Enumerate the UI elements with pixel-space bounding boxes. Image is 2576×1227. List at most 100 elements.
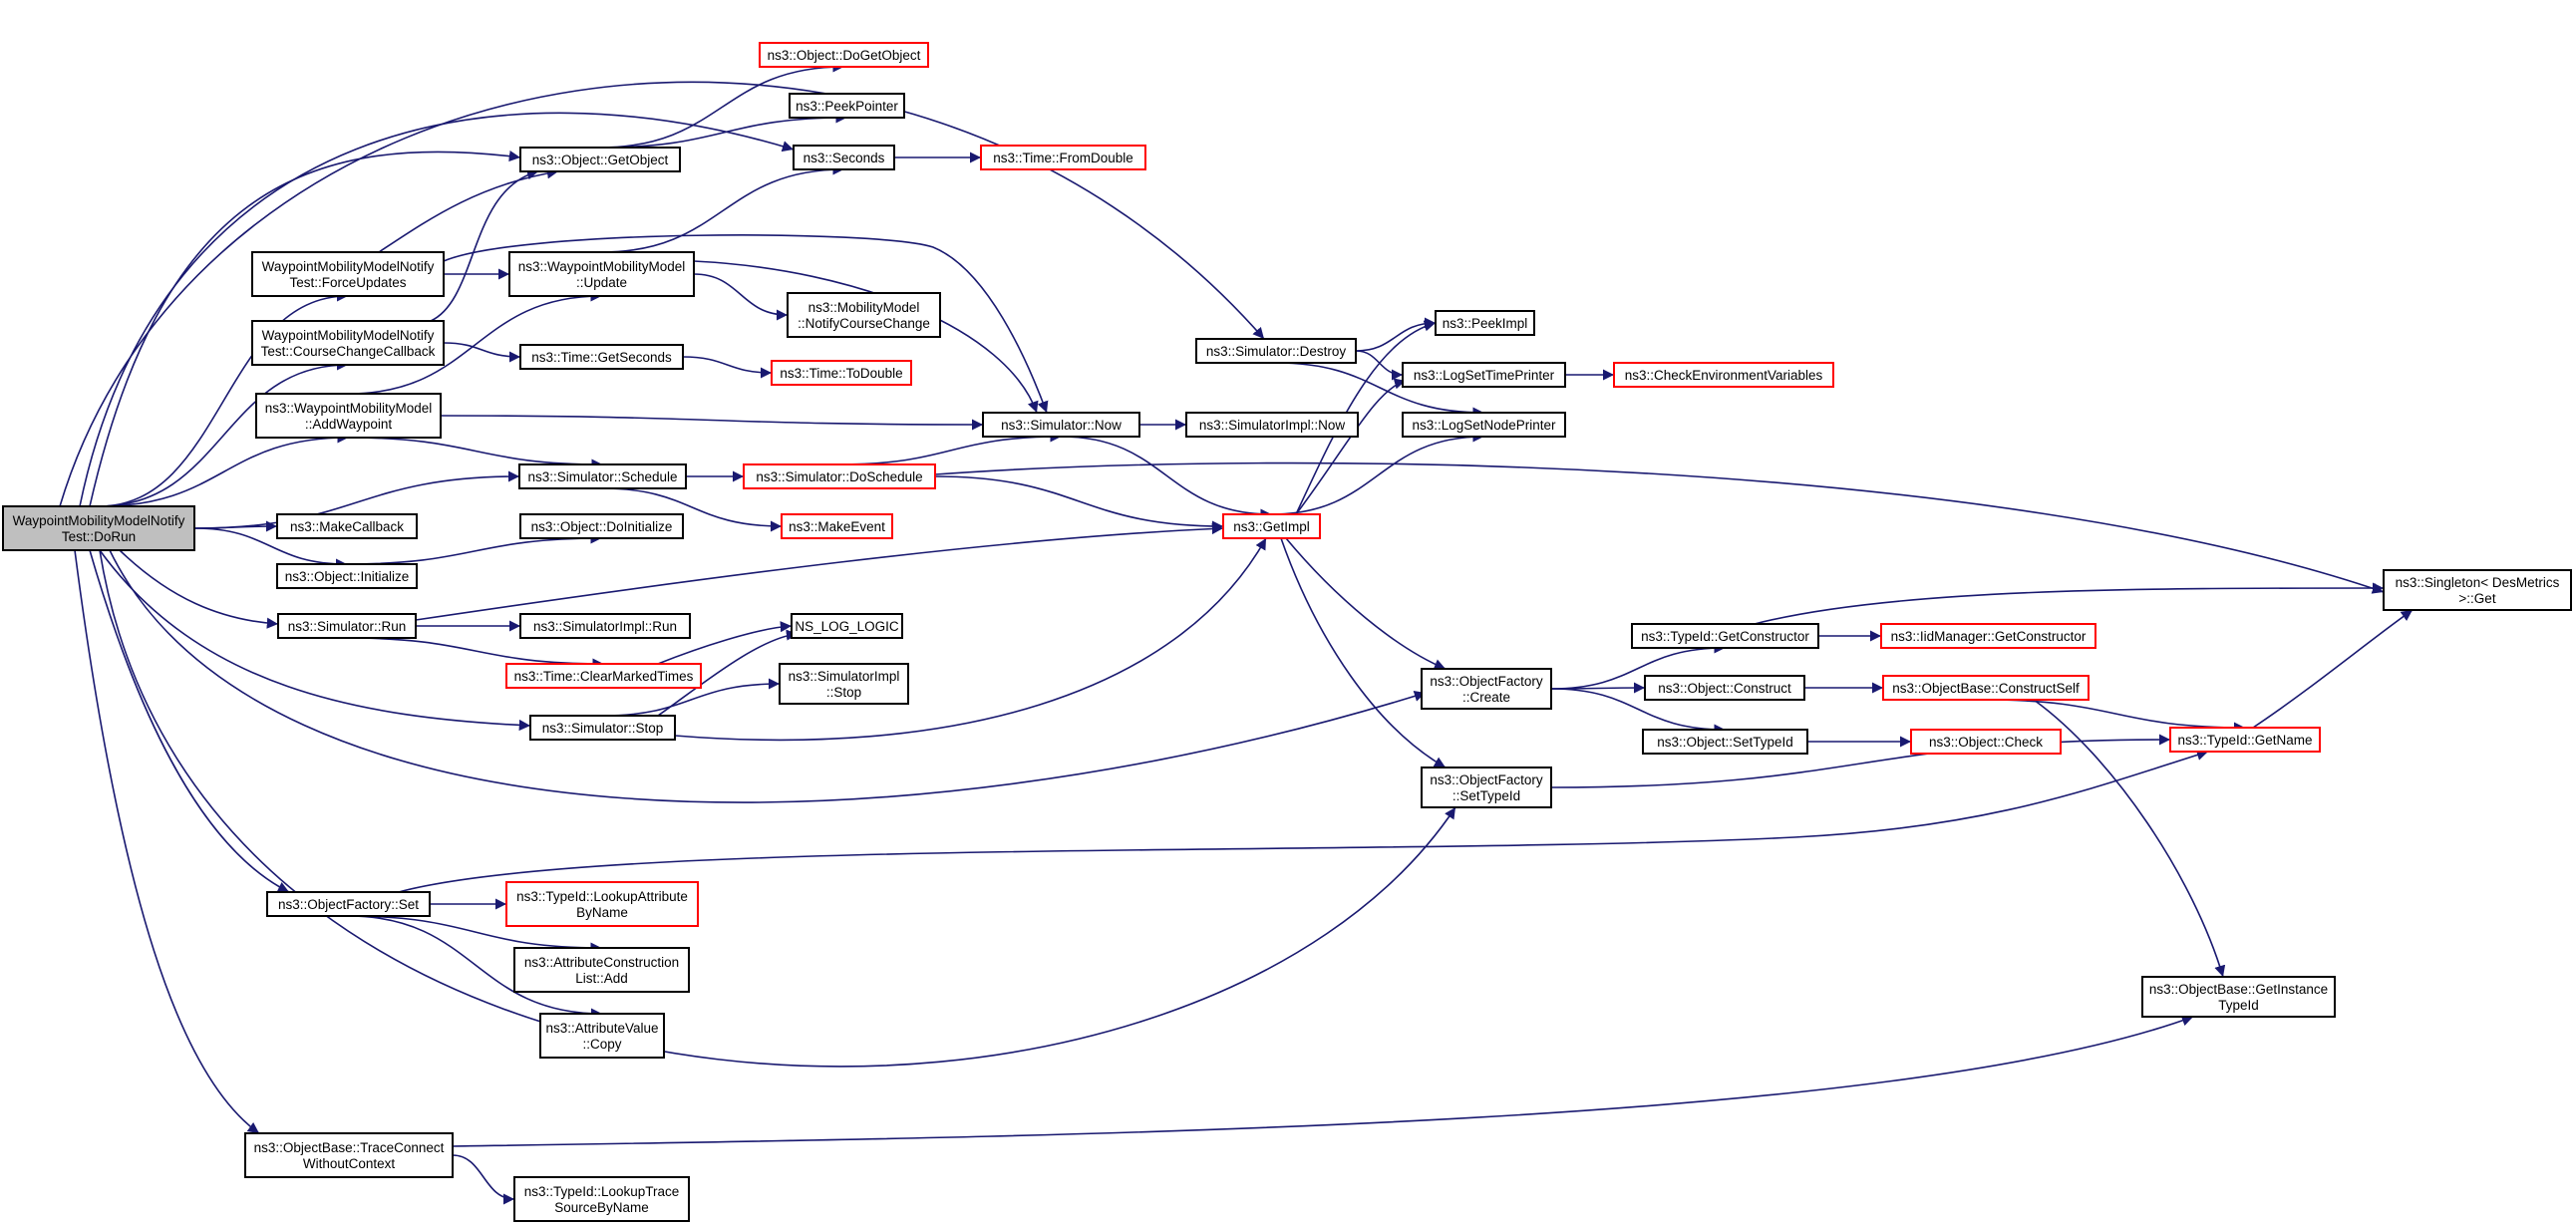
node-run[interactable]: ns3::Simulator::Run xyxy=(277,613,417,639)
node-label: ns3::LogSetTimePrinter xyxy=(1414,368,1555,383)
node-getSeconds[interactable]: ns3::Time::GetSeconds xyxy=(519,344,684,370)
node-box xyxy=(251,251,445,297)
node-clearMarkedTimes[interactable]: ns3::Time::ClearMarkedTimes xyxy=(505,663,702,689)
node-now[interactable]: ns3::Simulator::Now xyxy=(982,412,1140,438)
node-update[interactable]: ns3::WaypointMobilityModel::Update xyxy=(508,251,695,297)
node-label: ns3::Simulator::DoSchedule xyxy=(756,469,922,484)
node-label: ns3::AttributeConstruction xyxy=(524,955,679,970)
node-box xyxy=(513,947,690,993)
node-forceUpdates[interactable]: WaypointMobilityModelNotifyTest::ForceUp… xyxy=(251,251,445,297)
node-box xyxy=(791,613,903,639)
node-iidGetConstructor[interactable]: ns3::IidManager::GetConstructor xyxy=(1880,623,2096,649)
node-typeIdGetName[interactable]: ns3::TypeId::GetName xyxy=(2169,727,2321,753)
edge-run-to-getImpl xyxy=(415,522,1224,621)
edge-courseChangeCallback-to-getObject xyxy=(430,168,539,322)
node-construct[interactable]: ns3::Object::Construct xyxy=(1644,675,1805,701)
node-traceConnect[interactable]: ns3::ObjectBase::TraceConnectWithoutCont… xyxy=(244,1132,454,1178)
node-simImplStop[interactable]: ns3::SimulatorImpl::Stop xyxy=(779,663,909,705)
node-doGetObject[interactable]: ns3::Object::DoGetObject xyxy=(759,42,929,68)
node-box xyxy=(1195,338,1357,364)
node-box xyxy=(1421,668,1552,710)
node-notifyCourseChange[interactable]: ns3::MobilityModel::NotifyCourseChange xyxy=(787,292,941,338)
node-label: ns3::ObjectBase::ConstructSelf xyxy=(1892,681,2080,696)
node-label: ns3::Singleton< DesMetrics xyxy=(2396,575,2560,590)
node-label: ns3::TypeId::GetConstructor xyxy=(1641,629,1809,644)
edge-addWaypoint-to-update xyxy=(348,290,602,395)
node-seconds[interactable]: ns3::Seconds xyxy=(793,145,895,170)
node-initialize[interactable]: ns3::Object::Initialize xyxy=(276,563,418,589)
node-label: NS_LOG_LOGIC xyxy=(795,619,899,634)
node-label: ns3::Object::Check xyxy=(1929,735,2043,750)
node-label: ns3::ObjectFactory::Set xyxy=(278,897,419,912)
node-stop[interactable]: ns3::Simulator::Stop xyxy=(529,715,676,741)
node-nsLogLogic[interactable]: NS_LOG_LOGIC xyxy=(791,613,903,639)
node-label: WaypointMobilityModelNotify xyxy=(262,259,435,274)
node-logSetTimePrinter[interactable]: ns3::LogSetTimePrinter xyxy=(1402,362,1566,388)
node-getImpl[interactable]: ns3::GetImpl xyxy=(1222,513,1321,539)
node-destroy[interactable]: ns3::Simulator::Destroy xyxy=(1195,338,1357,364)
node-factorySet[interactable]: ns3::ObjectFactory::Set xyxy=(266,891,431,917)
node-label: ns3::SimulatorImpl xyxy=(789,669,900,684)
node-makeEvent[interactable]: ns3::MakeEvent xyxy=(781,513,893,539)
node-setTypeIdObj[interactable]: ns3::Object::SetTypeId xyxy=(1642,729,1808,755)
node-logSetNodePrinter[interactable]: ns3::LogSetNodePrinter xyxy=(1402,412,1566,438)
edge-factorySet-to-attrValueCopy xyxy=(348,915,603,1020)
node-label: ::Copy xyxy=(582,1037,621,1052)
node-label: ns3::Simulator::Schedule xyxy=(527,469,677,484)
node-box xyxy=(980,145,1146,170)
node-fromDouble[interactable]: ns3::Time::FromDouble xyxy=(980,145,1146,170)
node-peekPointer[interactable]: ns3::PeekPointer xyxy=(789,93,905,119)
edge-typeIdGetConstructor-to-singletonGet xyxy=(1754,582,2385,625)
node-box xyxy=(1435,310,1535,336)
node-singletonGet[interactable]: ns3::Singleton< DesMetrics >::Get xyxy=(2383,569,2572,611)
node-toDouble[interactable]: ns3::Time::ToDouble xyxy=(771,360,912,386)
edge-addWaypoint-to-schedule xyxy=(348,437,603,470)
node-factorySetTypeId[interactable]: ns3::ObjectFactory::SetTypeId xyxy=(1421,767,1552,808)
node-label: Test::CourseChangeCallback xyxy=(261,344,436,359)
node-label: ns3::ObjectFactory xyxy=(1430,674,1543,689)
node-attrValueCopy[interactable]: ns3::AttributeValue::Copy xyxy=(539,1013,665,1059)
edge-doSchedule-to-now xyxy=(838,431,1062,465)
node-getObject[interactable]: ns3::Object::GetObject xyxy=(519,147,681,172)
edge-update-to-notifyCourseChange xyxy=(693,273,789,321)
node-label: ns3::SimulatorImpl::Now xyxy=(1199,418,1346,433)
node-label: List::Add xyxy=(575,971,628,986)
node-label: ns3::TypeId::LookupAttribute xyxy=(516,889,688,904)
node-label: ns3::ObjectBase::TraceConnect xyxy=(254,1140,445,1155)
node-label: >::Get xyxy=(2458,591,2495,606)
node-box xyxy=(787,292,941,338)
node-checkEnvVars[interactable]: ns3::CheckEnvironmentVariables xyxy=(1613,362,1834,388)
node-simImplNow[interactable]: ns3::SimulatorImpl::Now xyxy=(1185,412,1359,438)
node-doInitialize[interactable]: ns3::Object::DoInitialize xyxy=(519,513,684,539)
node-box xyxy=(1222,513,1321,539)
node-box xyxy=(771,360,912,386)
node-typeIdGetConstructor[interactable]: ns3::TypeId::GetConstructor xyxy=(1631,623,1819,649)
node-label: ns3::CheckEnvironmentVariables xyxy=(1625,368,1823,383)
node-box xyxy=(519,344,684,370)
node-box xyxy=(244,1132,454,1178)
edge-getObject-to-doGetObject xyxy=(599,61,844,149)
node-peekImpl[interactable]: ns3::PeekImpl xyxy=(1435,310,1535,336)
node-simImplRun[interactable]: ns3::SimulatorImpl::Run xyxy=(519,613,691,639)
node-label: ns3::Simulator::Now xyxy=(1001,418,1122,433)
node-addWaypoint[interactable]: ns3::WaypointMobilityModel::AddWaypoint xyxy=(255,393,442,439)
edge-root-to-destroy xyxy=(59,81,1265,507)
node-label: Test::DoRun xyxy=(62,529,136,544)
node-factoryCreate[interactable]: ns3::ObjectFactory::Create xyxy=(1421,668,1552,710)
edge-root-to-schedule xyxy=(193,470,520,529)
node-schedule[interactable]: ns3::Simulator::Schedule xyxy=(518,463,687,489)
node-box xyxy=(1644,675,1805,701)
edge-constructSelf-to-getInstanceTypeId xyxy=(2033,699,2226,978)
node-label: ::AddWaypoint xyxy=(305,417,393,432)
node-courseChangeCallback[interactable]: WaypointMobilityModelNotifyTest::CourseC… xyxy=(251,320,445,366)
node-constructSelf[interactable]: ns3::ObjectBase::ConstructSelf xyxy=(1882,675,2090,701)
node-makeCallback[interactable]: ns3::MakeCallback xyxy=(276,513,418,539)
node-objectCheck[interactable]: ns3::Object::Check xyxy=(1910,729,2062,755)
edge-now-to-getImpl xyxy=(1061,436,1272,520)
node-doSchedule[interactable]: ns3::Simulator::DoSchedule xyxy=(743,463,936,489)
